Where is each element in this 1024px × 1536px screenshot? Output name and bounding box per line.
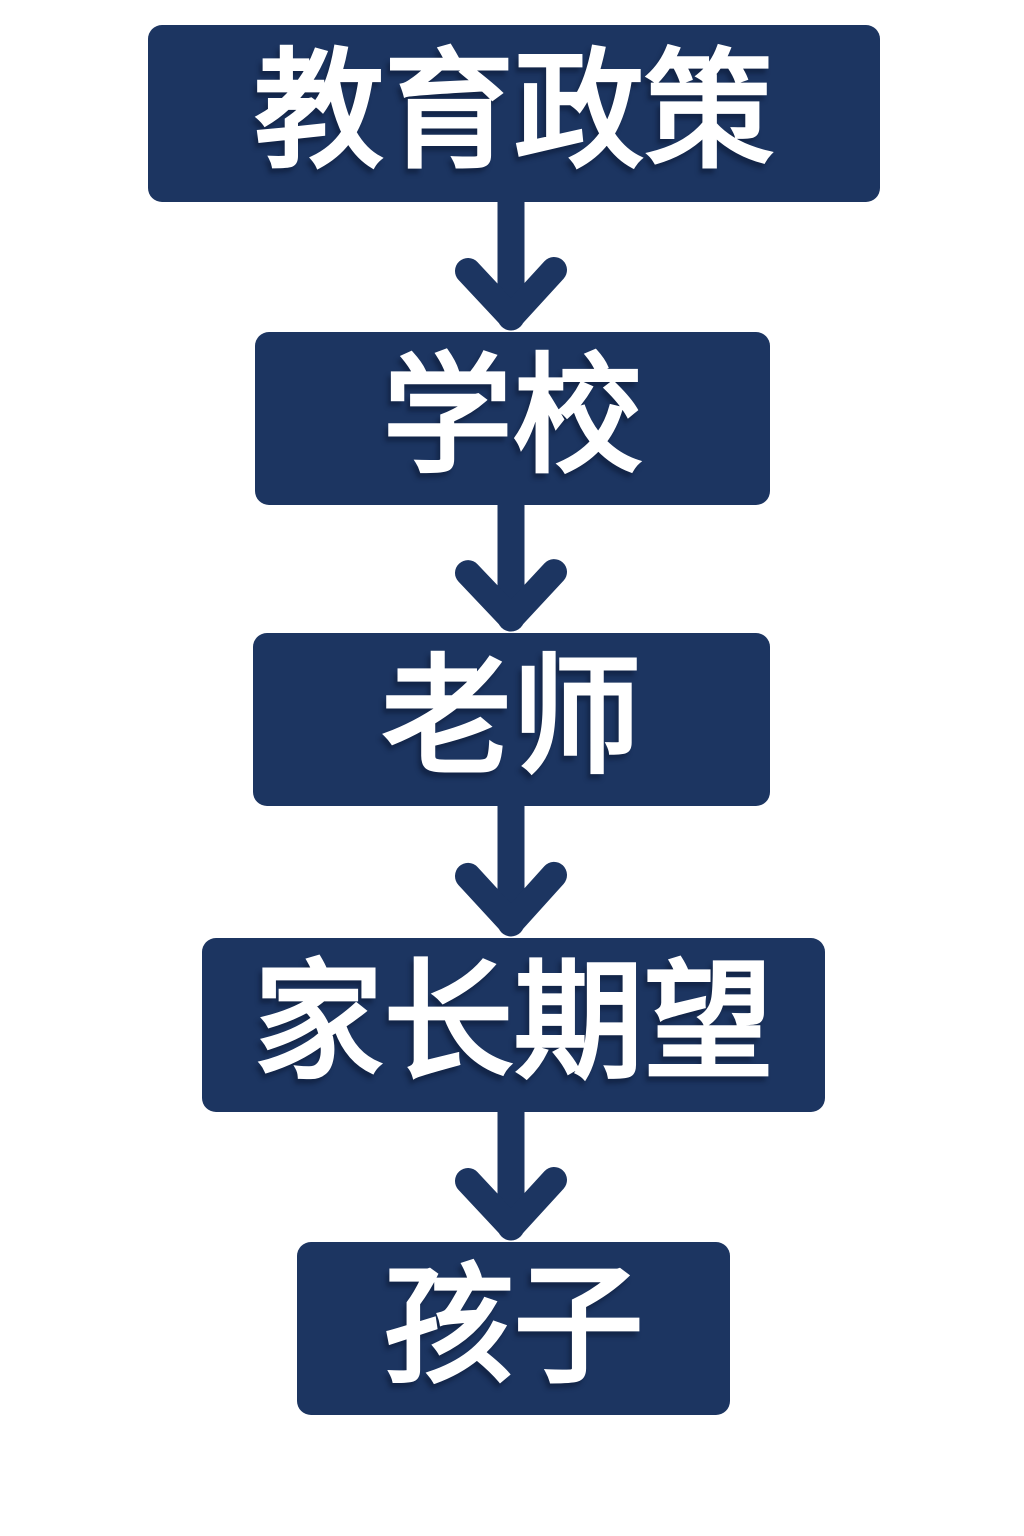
node-label-children: 孩子 [383,1252,644,1399]
flow-node-teacher: 老师 [253,633,770,806]
flow-node-parent-expectations: 家长期望 [202,938,825,1112]
down-arrow-icon [455,806,567,937]
flow-node-children: 孩子 [297,1242,730,1415]
flow-node-education-policy: 教育政策 [148,25,880,202]
down-arrow-icon [455,1112,567,1241]
down-arrow-icon [455,505,567,632]
node-label-school: 学校 [382,342,643,489]
down-arrow-icon [455,202,567,331]
node-label-education-policy: 教育政策 [253,37,774,184]
node-label-parent-expectations: 家长期望 [253,949,774,1095]
flow-node-school: 学校 [255,332,770,505]
node-label-teacher: 老师 [381,643,642,790]
